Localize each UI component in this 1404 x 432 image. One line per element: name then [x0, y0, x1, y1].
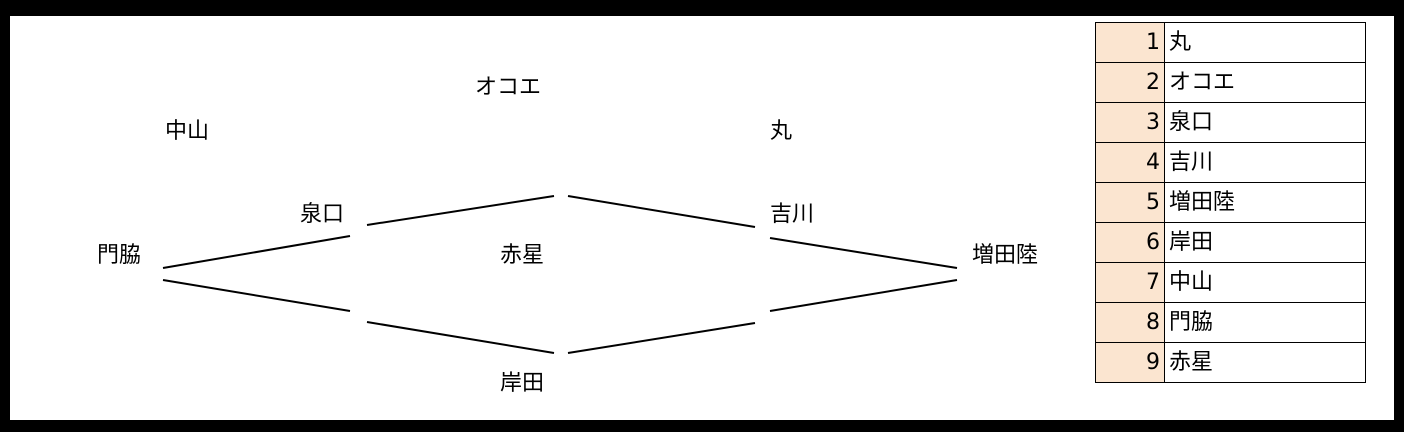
- label-okoe: オコエ: [475, 75, 541, 100]
- rank-number: 8: [1095, 302, 1165, 343]
- bracket-diagram: オコエ 中山 丸 泉口 吉川 門脇 赤星 増田陸 岸田: [97, 75, 1038, 396]
- player-name: 中山: [1164, 262, 1366, 303]
- label-izumiguchi: 泉口: [300, 202, 344, 227]
- edge-yoshikawa-masudariku: [769, 237, 958, 269]
- edge-monwaki-lower: [162, 279, 351, 312]
- edge-lower-kishida: [366, 321, 555, 354]
- label-akahoshi: 赤星: [500, 243, 544, 268]
- rank-number: 5: [1095, 182, 1165, 223]
- player-name: 赤星: [1164, 342, 1366, 383]
- rank-number: 1: [1095, 22, 1165, 63]
- rank-number: 9: [1095, 342, 1165, 383]
- player-name: 増田陸: [1164, 182, 1366, 223]
- player-name: 岸田: [1164, 222, 1366, 263]
- edge-center-yoshikawa: [567, 195, 756, 228]
- label-nakayama: 中山: [165, 119, 209, 144]
- label-maru: 丸: [770, 119, 792, 144]
- label-masudariku: 増田陸: [972, 243, 1038, 268]
- rank-number: 3: [1095, 102, 1165, 143]
- label-kishida: 岸田: [500, 371, 544, 396]
- rank-number: 6: [1095, 222, 1165, 263]
- edge-kishida-lower-right: [567, 322, 756, 354]
- label-monwaki: 門脇: [97, 243, 141, 268]
- player-name: オコエ: [1164, 62, 1366, 103]
- label-yoshikawa: 吉川: [770, 202, 814, 227]
- edge-lower-right-masudariku: [769, 279, 958, 312]
- rank-number: 7: [1095, 262, 1165, 303]
- player-name: 吉川: [1164, 142, 1366, 183]
- player-name: 丸: [1164, 22, 1366, 63]
- player-name: 泉口: [1164, 102, 1366, 143]
- rank-number: 2: [1095, 62, 1165, 103]
- player-name: 門脇: [1164, 302, 1366, 343]
- edge-monwaki-izumiguchi: [162, 235, 351, 269]
- rank-number: 4: [1095, 142, 1165, 183]
- edge-izumiguchi-center: [366, 195, 555, 226]
